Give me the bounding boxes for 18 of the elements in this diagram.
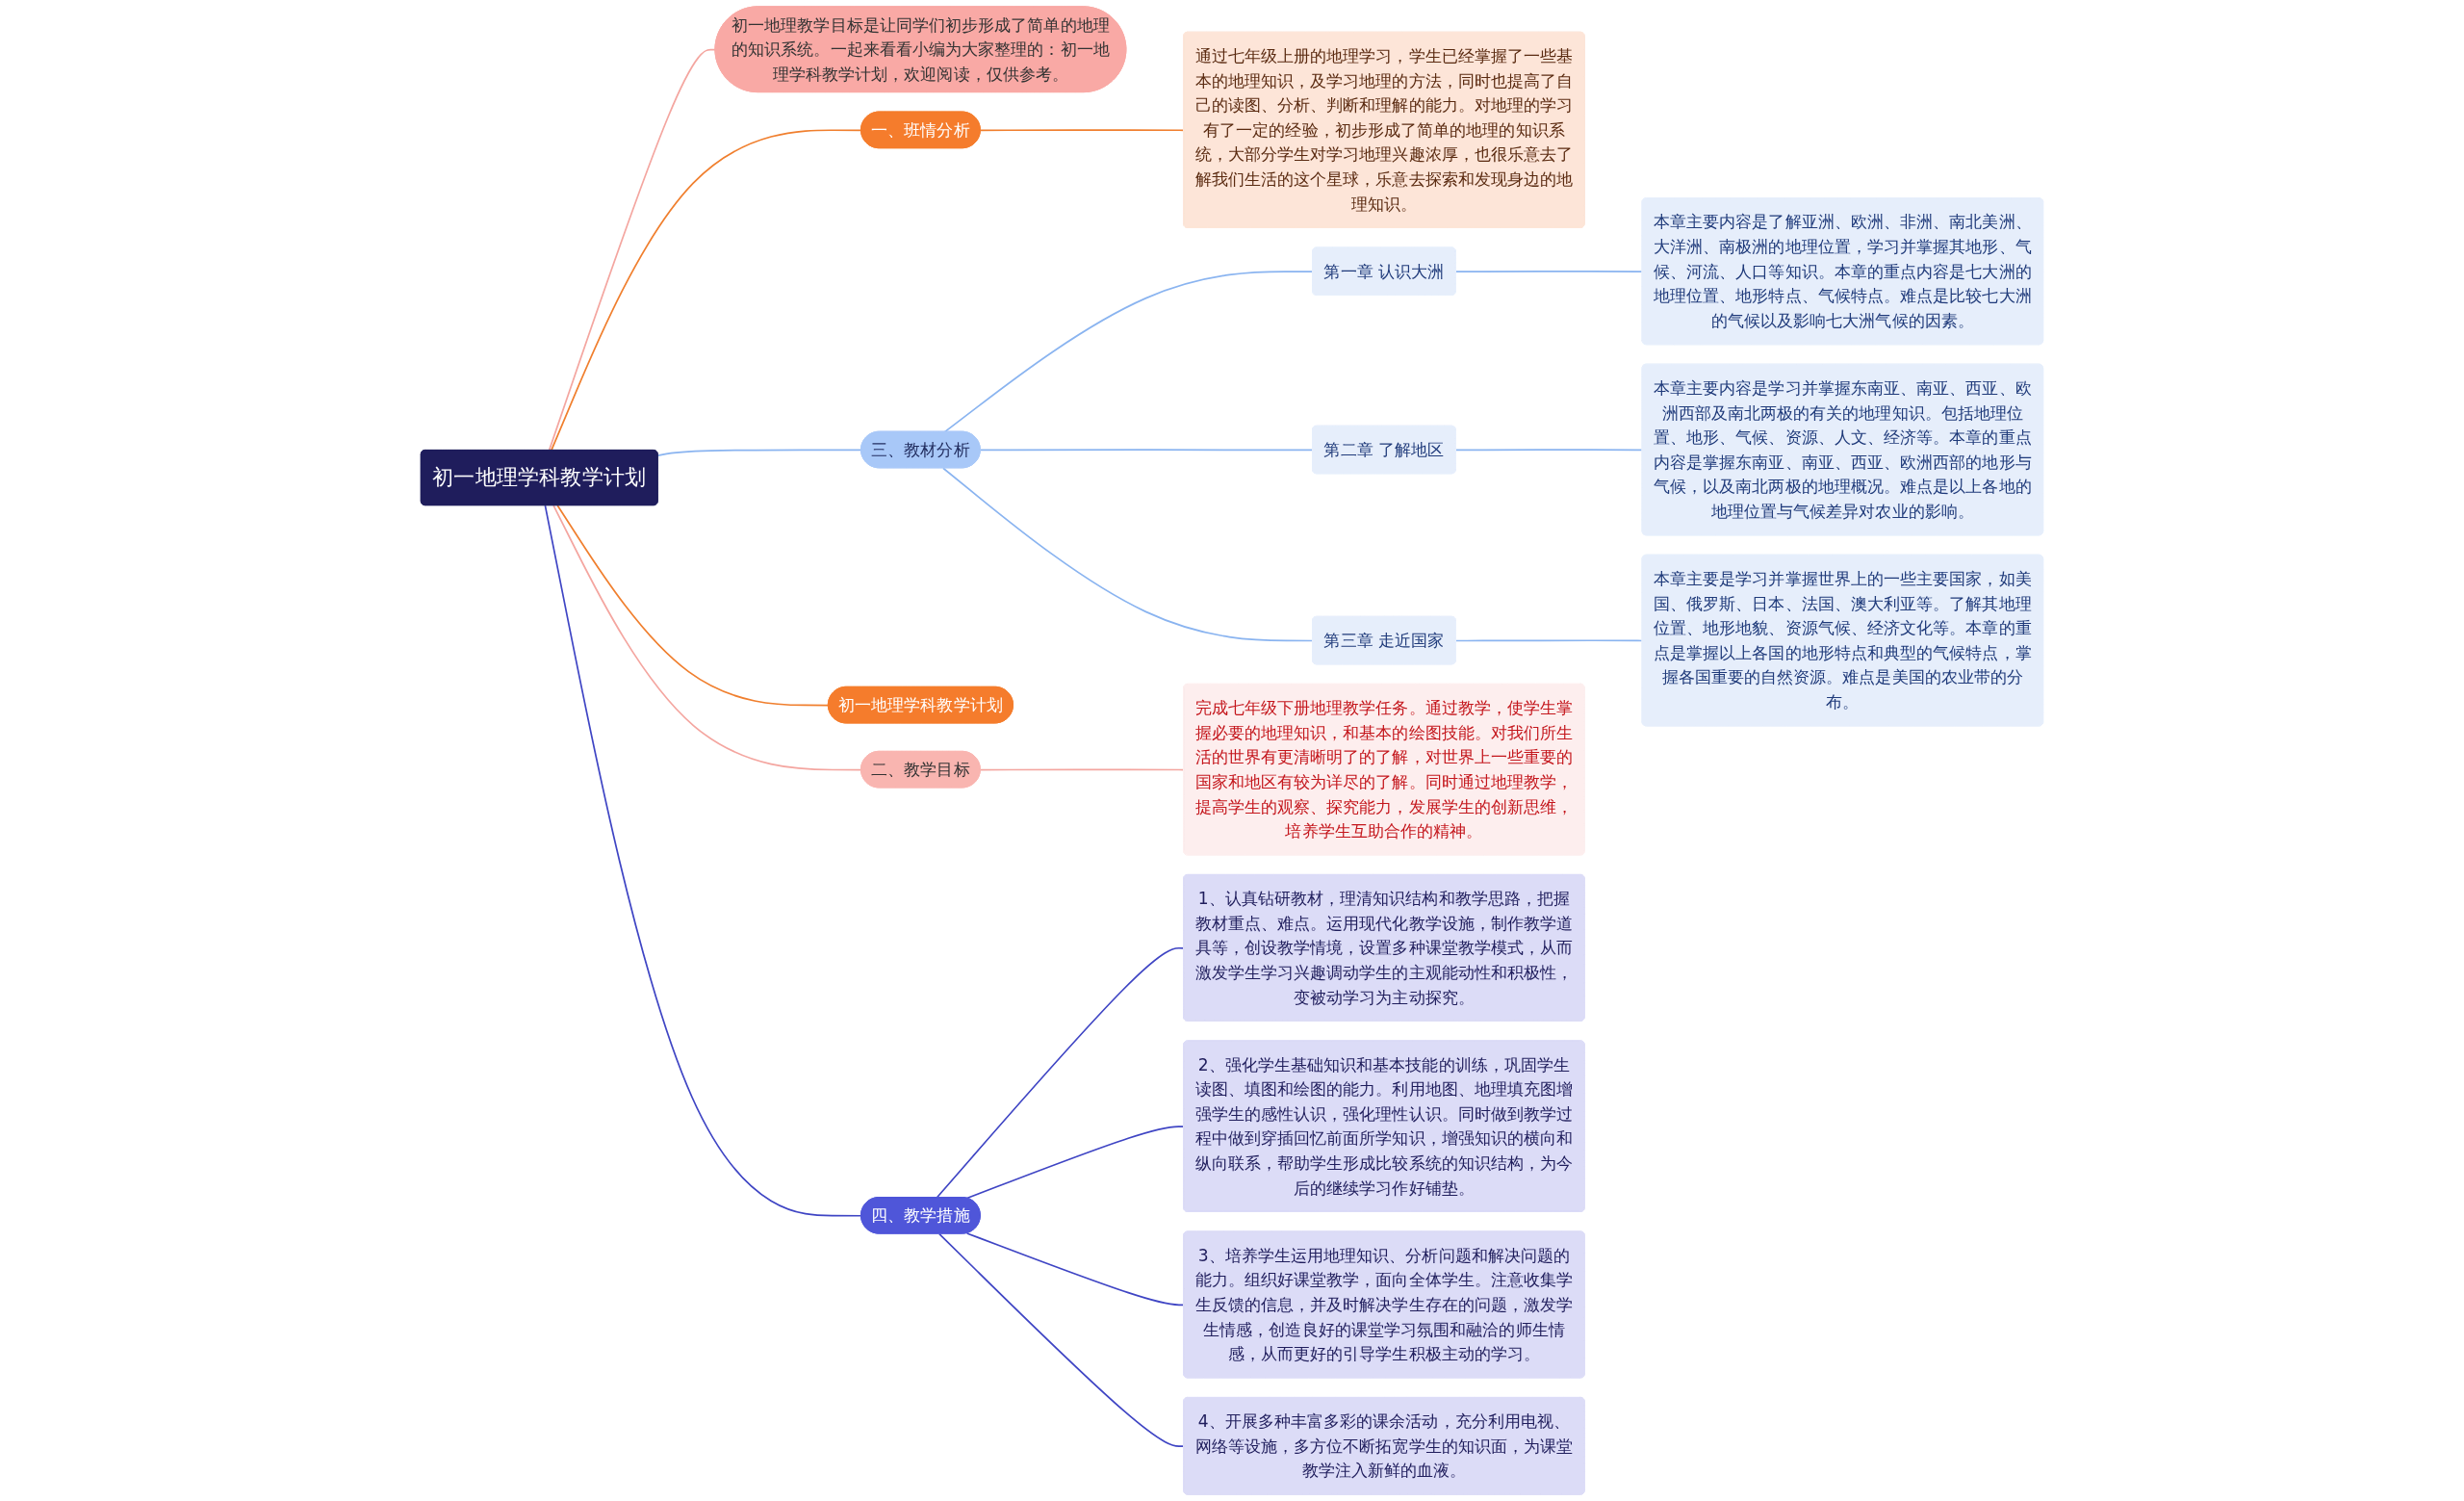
connector	[965, 1126, 1185, 1200]
connector	[942, 467, 1314, 642]
connector	[936, 946, 1185, 1199]
connector	[1454, 449, 1644, 452]
connector	[656, 449, 862, 456]
connector	[1454, 639, 1644, 642]
connector	[548, 48, 717, 452]
connector	[979, 129, 1185, 132]
connector	[544, 505, 862, 1217]
connector	[943, 271, 1314, 433]
connector	[552, 505, 862, 771]
connector	[979, 449, 1314, 452]
connector	[1454, 271, 1644, 273]
connector	[965, 1232, 1185, 1307]
connector	[938, 1232, 1185, 1448]
connector	[556, 505, 830, 707]
connector	[979, 768, 1185, 771]
connector	[550, 129, 862, 452]
